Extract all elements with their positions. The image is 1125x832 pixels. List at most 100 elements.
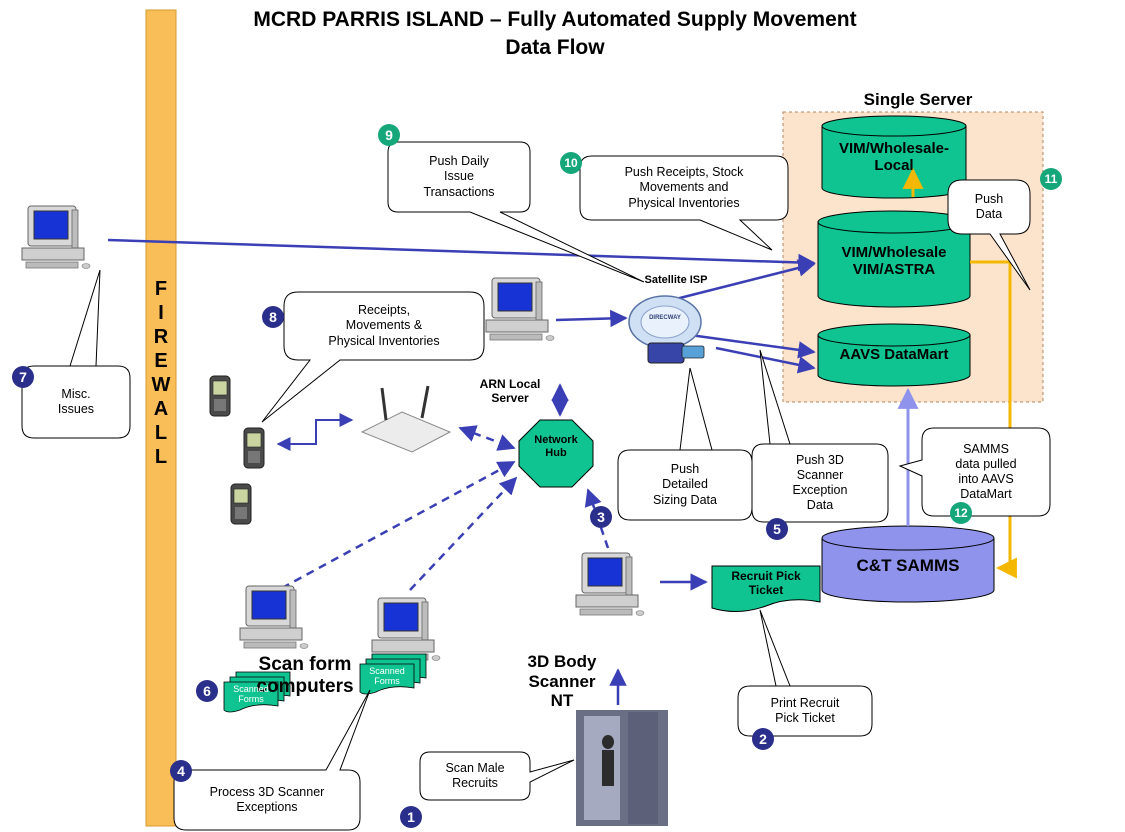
callout-2 bbox=[737, 609, 873, 737]
satellite-dish bbox=[628, 295, 705, 364]
body-scanner-label-line1: 3D Body bbox=[527, 652, 597, 671]
step-badge-2: 2 bbox=[752, 728, 774, 750]
network-hub-label-line1: Network bbox=[534, 434, 578, 446]
step-11-line1: Push bbox=[974, 191, 1004, 206]
step-2-line1: Print Recruit bbox=[770, 695, 840, 710]
step-9-line3: Transactions bbox=[423, 184, 495, 199]
step-7-line2: Issues bbox=[57, 402, 95, 416]
step-10-line3: Physical Inventories bbox=[628, 195, 740, 210]
handheld-device-2 bbox=[243, 427, 265, 469]
satellite-isp-label: Satellite ISP bbox=[644, 274, 708, 286]
firewall-letter: L bbox=[154, 446, 168, 468]
firewall-bar bbox=[145, 9, 177, 827]
scanned-forms-2-line1: Scanned bbox=[369, 666, 405, 676]
step-8-line3: Physical Inventories bbox=[328, 333, 440, 348]
handheld-device-1 bbox=[209, 375, 231, 417]
step-badge-6: 6 bbox=[196, 680, 218, 702]
arrow-sat-aavs-2 bbox=[715, 346, 816, 374]
scanned-forms-1-line1: Scanned bbox=[233, 684, 269, 694]
satellite-brand: DIRECWAY bbox=[649, 315, 681, 321]
scanned-forms-2-line2: Forms bbox=[374, 676, 400, 687]
callout-9 bbox=[387, 141, 645, 283]
scanned-forms-label-1: Scanned Forms bbox=[224, 684, 278, 705]
step-10-line1: Push Receipts, Stock bbox=[624, 165, 744, 180]
recruit-pick-ticket bbox=[711, 565, 821, 612]
step-5-line4: Data bbox=[806, 498, 834, 513]
step-badge-5: 5 bbox=[766, 518, 788, 540]
step-10-line2: Movements and bbox=[639, 180, 729, 195]
network-hub-label-line2: Hub bbox=[545, 446, 567, 459]
step-badge-12: 12 bbox=[950, 502, 972, 524]
wireless-access-point bbox=[360, 385, 452, 453]
step-1-line2: Recruits bbox=[452, 776, 498, 790]
db-astra-label: VIM/Wholesale VIM/ASTRA bbox=[818, 244, 970, 279]
firewall-letter: A bbox=[153, 398, 169, 420]
step-2-line2: Pick Ticket bbox=[775, 711, 835, 725]
arrow-arn-sat bbox=[555, 309, 628, 328]
db-local-label-line1: VIM/Wholesale- bbox=[838, 140, 950, 157]
db-aavs-label: AAVS DataMart bbox=[839, 346, 949, 363]
scanned-forms-label-2: Scanned Forms bbox=[360, 666, 414, 687]
step-5-line3: Exception bbox=[792, 483, 848, 497]
body-scanner-computer bbox=[575, 552, 645, 616]
pick-ticket-label-line1: Recruit Pick bbox=[731, 569, 801, 583]
scan-form-computer-2 bbox=[371, 597, 441, 661]
step-9-line1: Push Daily bbox=[429, 154, 489, 169]
step-badge-11: 11 bbox=[1040, 168, 1062, 190]
step-12-line3: into AAVS bbox=[958, 472, 1014, 486]
arrow-sat-vim bbox=[659, 259, 816, 305]
step-1-line1: Scan Male bbox=[445, 760, 505, 775]
step-badge-1: 1 bbox=[400, 806, 422, 828]
recruit-scan-photo bbox=[576, 710, 668, 826]
db-local-label-line2: Local bbox=[874, 157, 914, 175]
scan-form-computers-label: Scan form computers bbox=[240, 654, 370, 698]
step-badge-4: 4 bbox=[170, 760, 192, 782]
link-scanform2-hub bbox=[409, 476, 518, 591]
diagram-title-line2: Data Flow bbox=[505, 36, 605, 59]
arn-server-label-line2: Server bbox=[491, 390, 529, 405]
db-astra-label-line1: VIM/Wholesale bbox=[841, 244, 947, 261]
callout-8-text: Receipts,Movements &Physical Inventories bbox=[286, 294, 482, 358]
callout-3 bbox=[617, 367, 753, 521]
db-samms-label: C&T SAMMS bbox=[856, 556, 960, 575]
arn-server-label-line1: ARN Local bbox=[479, 377, 541, 391]
single-server-label: Single Server bbox=[863, 90, 973, 109]
step-badge-10: 10 bbox=[560, 152, 582, 174]
step-11-line2: Data bbox=[975, 207, 1003, 221]
db-ct-samms bbox=[821, 525, 995, 603]
step-9-line2: Issue bbox=[444, 169, 474, 184]
firewall-letter: I bbox=[158, 302, 164, 324]
link-ap-hub bbox=[458, 425, 516, 451]
arrow-push-samms bbox=[970, 260, 1017, 579]
callout-1 bbox=[419, 751, 575, 801]
scan-form-computer-1 bbox=[239, 585, 309, 649]
body-scanner-label-line2: Scanner bbox=[528, 671, 596, 691]
pick-ticket-label-line2: Ticket bbox=[748, 582, 784, 597]
callout-5 bbox=[751, 349, 889, 523]
body-scanner-label: 3D Body Scanner NT bbox=[512, 652, 612, 711]
firewall-letter: L bbox=[154, 422, 168, 444]
step-badge-9: 9 bbox=[378, 124, 400, 146]
body-scanner-label-line3: NT bbox=[550, 691, 574, 711]
step-8-line1: Receipts, bbox=[357, 303, 411, 318]
db-vim-astra bbox=[817, 210, 971, 308]
link-handheld-ap bbox=[276, 413, 354, 451]
diagram-title-line1: MCRD PARRIS ISLAND – Fully Automated Sup… bbox=[253, 8, 857, 31]
step-3-line2: Detailed bbox=[662, 477, 708, 492]
step-3-line1: Push bbox=[670, 462, 700, 477]
step-12-line2: data pulled bbox=[955, 456, 1017, 471]
db-astra-label-line2: VIM/ASTRA bbox=[852, 261, 936, 279]
step-badge-7: 7 bbox=[12, 366, 34, 388]
firewall-letter: R bbox=[153, 326, 169, 348]
callout-8 bbox=[261, 291, 485, 423]
db-local-label: VIM/Wholesale- Local bbox=[822, 140, 966, 175]
misc-issues-computer bbox=[21, 205, 91, 269]
scan-form-label-line2: computers bbox=[256, 675, 354, 697]
step-5-line1: Push 3D bbox=[796, 452, 844, 467]
arn-server-label: ARN Local Server bbox=[470, 377, 550, 406]
